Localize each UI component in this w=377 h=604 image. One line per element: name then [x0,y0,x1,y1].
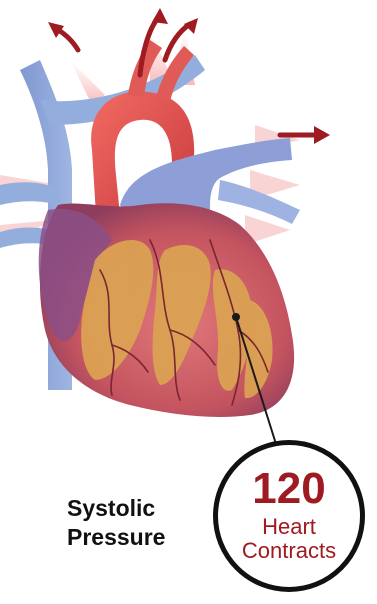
pressure-value: 120 [218,467,360,511]
label-line1: Systolic [67,494,165,523]
systolic-pressure-label: Systolic Pressure [67,494,165,552]
caption-line2: Contracts [218,539,360,563]
pressure-caption: Heart Contracts [218,515,360,563]
caption-line1: Heart [218,515,360,539]
label-line2: Pressure [67,523,165,552]
pressure-badge: 120 Heart Contracts [213,440,365,592]
